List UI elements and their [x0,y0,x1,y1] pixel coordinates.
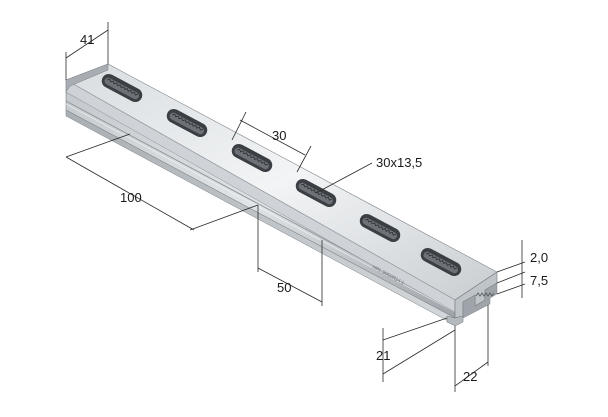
dim-slot-size: 30x13,5 [376,155,422,170]
dim-22: 22 [463,369,477,384]
dim-21: 21 [376,348,390,363]
end-profile [446,271,498,327]
dim-100: 100 [120,190,142,205]
dim-50: 50 [277,280,291,295]
dim-41: 41 [80,32,94,47]
slot [166,108,208,138]
dim-2-0: 2,0 [530,250,548,265]
dimension-lines [65,22,526,392]
slot [420,247,462,277]
dim-30: 30 [272,128,286,143]
slot [359,213,401,243]
dim-7-5: 7,5 [530,273,548,288]
left-end [65,63,109,93]
dimension-labels: 41 30 30x13,5 100 50 2,0 7,5 21 22 [80,32,548,384]
slot [101,73,143,103]
slot [231,143,273,173]
bottom-lip [65,109,456,323]
